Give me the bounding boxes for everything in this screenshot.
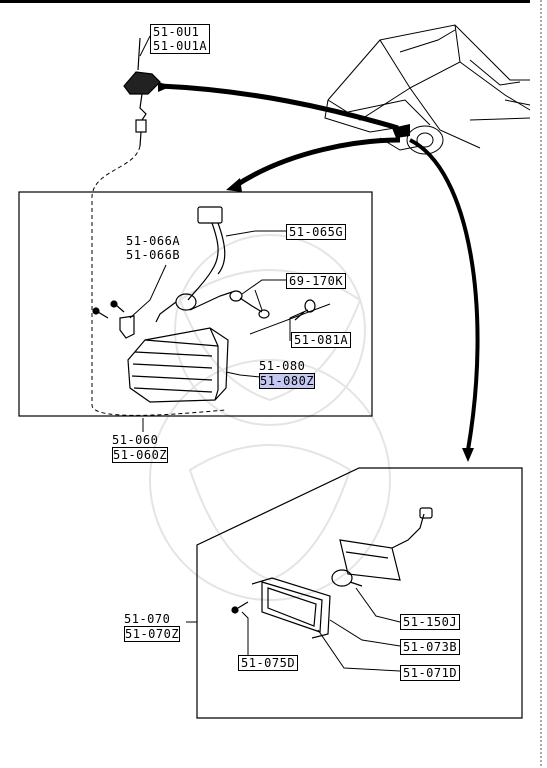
callout-screw: 51-081A	[291, 332, 352, 348]
leader-antenna	[159, 83, 399, 131]
front-lens	[127, 327, 229, 403]
leader-side	[409, 138, 480, 451]
watermark	[149, 234, 391, 601]
callout-side-lens: 51-071D	[400, 665, 461, 681]
front-socket-harness	[155, 206, 270, 323]
callout-side-bulb: 51-150J	[400, 614, 461, 630]
leader-front	[233, 137, 401, 189]
car-illustration	[324, 24, 531, 155]
callout-side-screw: 51-075D	[238, 655, 299, 671]
callout-side-gasket: 51-073B	[400, 639, 461, 655]
callout-socket: 51-065G	[286, 224, 347, 240]
top-rule	[0, 0, 530, 3]
side-leaders	[186, 587, 401, 672]
side-lamp-box	[196, 467, 523, 719]
highlighted-part-number: 51-080Z	[259, 373, 316, 389]
front-lamp-box	[18, 191, 373, 417]
front-leaders	[129, 230, 331, 432]
harness-dashed	[91, 145, 226, 416]
callout-lens: 51-080 51-080Z	[259, 359, 316, 389]
front-screws	[92, 299, 316, 339]
callout-bulb: 69-170K	[286, 273, 347, 289]
side-lamp-parts	[231, 507, 433, 639]
antenna-part	[123, 37, 161, 147]
